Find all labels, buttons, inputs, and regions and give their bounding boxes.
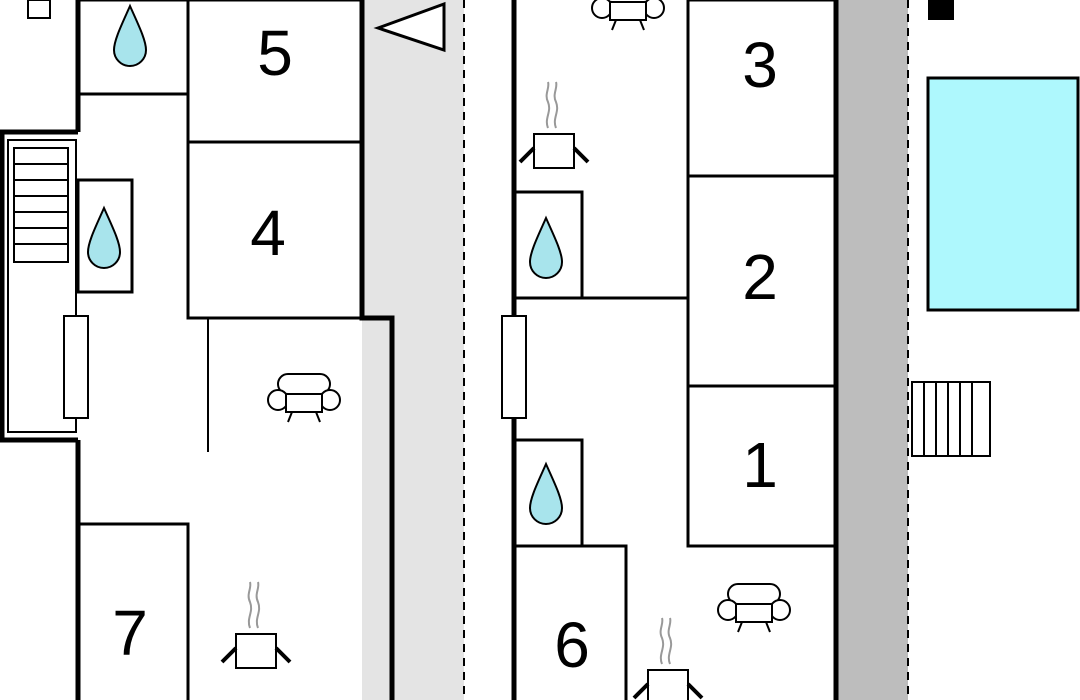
window-icon: [63, 315, 89, 419]
corridor-light: [362, 0, 464, 700]
stairs-icon: [13, 147, 69, 263]
cooking-pot-icon: [518, 80, 590, 170]
cooking-pot-icon: [632, 616, 704, 700]
pool-icon: [926, 76, 1080, 312]
left-building: [0, 0, 395, 700]
water-drop-icon: [529, 217, 563, 279]
stairs-icon: [911, 381, 991, 457]
armchair-icon: [717, 583, 791, 633]
armchair-icon: [591, 0, 665, 31]
right-building: [501, 0, 839, 700]
cooking-pot-icon: [220, 580, 292, 670]
room-label-3: 3: [742, 29, 778, 101]
room-label-1: 1: [742, 429, 778, 501]
direction-arrow-icon: [373, 1, 446, 53]
outside-small-box: [928, 0, 954, 20]
corridor-dark: [836, 0, 908, 700]
room-label-4: 4: [250, 197, 286, 269]
window-icon: [501, 315, 527, 419]
water-drop-icon: [87, 207, 121, 269]
room-label-6: 6: [554, 609, 590, 681]
water-drop-icon: [529, 463, 563, 525]
room-label-2: 2: [742, 241, 778, 313]
room-label-5: 5: [257, 17, 293, 89]
room-label-7: 7: [112, 597, 148, 669]
water-drop-icon: [113, 5, 147, 67]
armchair-icon: [267, 373, 341, 423]
